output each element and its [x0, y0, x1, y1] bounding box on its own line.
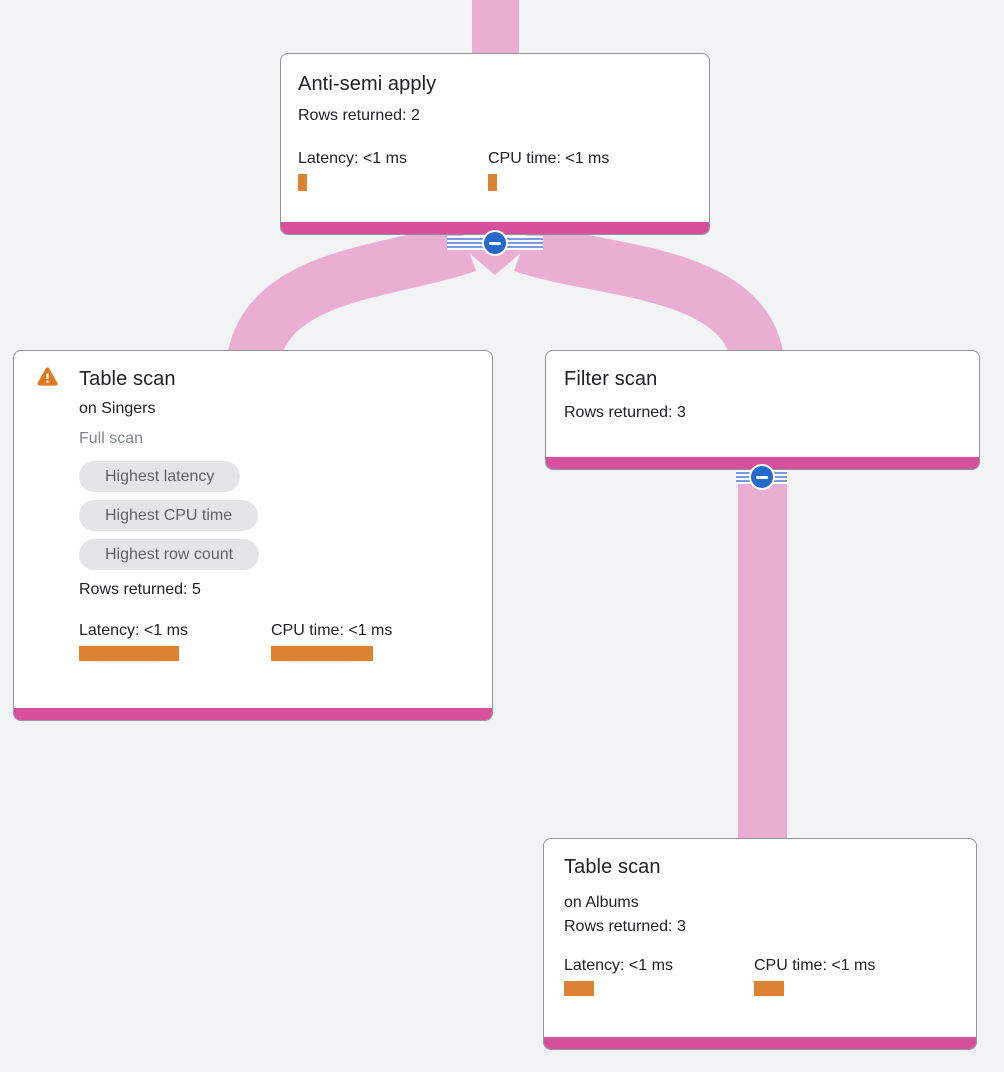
badge-highest-row-count: Highest row count: [79, 539, 260, 570]
rows-returned-text: Rows returned: 3: [564, 918, 686, 935]
collapse-button-filter-scan[interactable]: [749, 464, 775, 490]
cpu-time-label: CPU time: <1 ms: [754, 957, 876, 974]
badge-highest-latency: Highest latency: [79, 461, 241, 492]
rows-returned-text: Rows returned: 3: [564, 404, 686, 421]
plan-node-anti-semi-apply[interactable]: Anti-semi apply Rows returned: 2 Latency…: [280, 53, 710, 235]
latency-bar: [79, 646, 179, 661]
scan-type-note: Full scan: [79, 430, 144, 447]
cpu-time-label: CPU time: <1 ms: [271, 622, 393, 639]
edge-anti-semi-apply-to-filter-scan: [514, 220, 784, 364]
node-subtitle: on Albums: [564, 894, 639, 911]
latency-label: Latency: <1 ms: [79, 622, 188, 639]
latency-bar: [564, 981, 594, 996]
edge-split-notch: [461, 246, 529, 275]
cpu-time-bar: [271, 646, 373, 661]
rows-returned-text: Rows returned: 5: [79, 581, 201, 598]
plan-node-table-scan-albums[interactable]: Table scan on Albums Rows returned: 3 La…: [543, 838, 977, 1050]
latency-label: Latency: <1 ms: [298, 150, 407, 167]
node-title: Filter scan: [564, 368, 658, 390]
node-subtitle: on Singers: [79, 400, 156, 417]
node-title: Anti-semi apply: [298, 73, 437, 95]
collapse-button-anti-semi-apply[interactable]: [482, 230, 508, 256]
minus-icon: [489, 241, 501, 245]
edge-anti-semi-apply-to-table-scan-singers: [228, 220, 476, 364]
node-title: Table scan: [79, 368, 176, 390]
node-accent-bar: [546, 457, 979, 469]
warning-icon: [37, 367, 58, 386]
latency-label: Latency: <1 ms: [564, 957, 673, 974]
node-accent-bar: [544, 1037, 976, 1049]
cpu-time-label: CPU time: <1 ms: [488, 150, 610, 167]
node-accent-bar: [281, 222, 709, 234]
latency-bar: [298, 174, 307, 191]
node-accent-bar: [14, 708, 492, 720]
badge-highest-cpu-time: Highest CPU time: [79, 500, 259, 531]
cpu-time-bar: [488, 174, 497, 191]
cpu-time-bar: [754, 981, 784, 996]
plan-node-filter-scan[interactable]: Filter scan Rows returned: 3: [545, 350, 980, 470]
rows-returned-text: Rows returned: 2: [298, 107, 420, 124]
plan-node-table-scan-singers[interactable]: Table scan on Singers Full scan Highest …: [13, 350, 493, 721]
minus-icon: [756, 475, 768, 479]
node-title: Table scan: [564, 856, 661, 878]
